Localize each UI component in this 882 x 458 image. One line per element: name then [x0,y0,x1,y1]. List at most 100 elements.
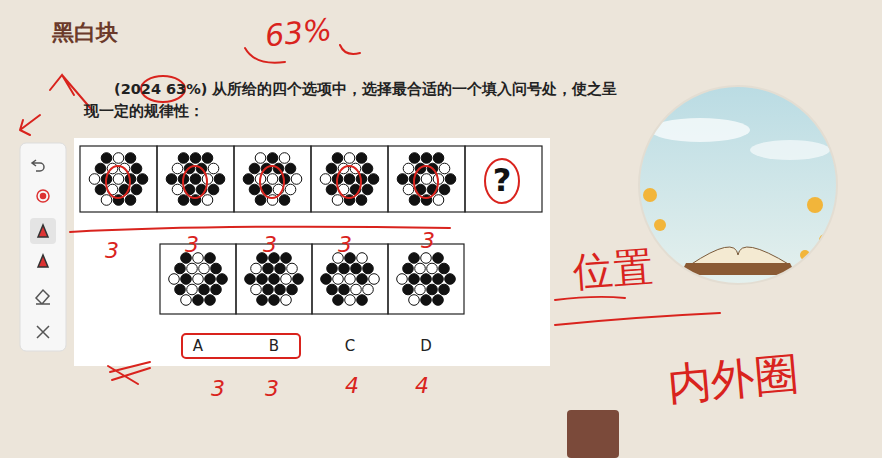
dot [326,163,337,174]
dot [421,274,432,285]
dot [345,295,356,306]
dot [251,263,262,274]
dot [178,153,189,164]
handwritten-count: 3 [211,376,225,401]
option-letter: C [345,337,355,355]
dot [95,163,106,174]
dot [351,263,362,274]
dot [279,195,290,206]
dot [193,274,204,285]
option-letter: D [420,337,432,355]
dot [181,295,192,306]
dot [113,174,124,185]
handwritten-count: 4 [415,373,429,398]
figure-cell [311,146,388,212]
dot [445,174,456,185]
dot [269,274,280,285]
dot [211,284,222,295]
dot [249,163,260,174]
dot-figure [321,253,380,306]
dot [169,274,180,285]
slide-title: 黑白块 [52,18,118,48]
figure-cell [157,146,234,212]
handwritten-count: 4 [345,373,359,398]
handwritten-note: 位置 [571,239,655,299]
dot [333,295,344,306]
dot [125,195,136,206]
dot [190,174,201,185]
dot [263,284,274,295]
question-mark: ? [493,161,512,199]
dot [285,184,296,195]
dot [275,263,286,274]
dot [433,274,444,285]
dot-figures [80,146,542,314]
dot-figure [243,153,302,206]
dot [287,263,298,274]
dot [427,284,438,295]
dot [344,153,355,164]
dot [269,295,280,306]
toolbar-icons [30,160,56,338]
dot [403,263,414,274]
dot [332,195,343,206]
dot [187,284,198,295]
dot [193,295,204,306]
dot [166,174,177,185]
corner-block [567,410,619,458]
dot [202,153,213,164]
dot [320,174,331,185]
dot [409,153,420,164]
dot-figure [89,153,148,206]
dot [357,274,368,285]
option-cell [388,244,464,314]
dot [421,153,432,164]
dot-figure [320,153,379,206]
dot [339,284,350,295]
dot [356,153,367,164]
dot [439,263,450,274]
dot [281,253,292,264]
dot [281,295,292,306]
dot [137,174,148,185]
dot [403,284,414,295]
dot [421,295,432,306]
dot [211,263,222,274]
dot [397,274,408,285]
dot [421,253,432,264]
dot [267,174,278,185]
dot [433,253,444,264]
dot [433,153,444,164]
dot [217,274,228,285]
dot [363,284,374,295]
dot [205,295,216,306]
dot [199,263,210,274]
dot [175,284,186,295]
dot [131,163,142,174]
dot [202,195,213,206]
dot [275,284,286,295]
figure-cell [80,146,157,212]
dot [205,274,216,285]
dot [321,274,332,285]
dot [433,195,444,206]
dot [113,153,124,164]
dot-figure [166,153,225,206]
dot [208,184,219,195]
dot-figure [397,153,456,206]
dot [409,295,420,306]
decorative-picture [630,80,850,290]
dot [263,263,274,274]
dot [362,184,373,195]
dot [368,174,379,185]
figure-cell [388,146,465,212]
dot [439,284,450,295]
dot [249,184,260,195]
dot [178,195,189,206]
dot [409,253,420,264]
dot-figure [245,253,304,306]
dot [427,263,438,274]
dot [214,174,225,185]
option-letter: B [269,337,279,355]
dot [243,174,254,185]
